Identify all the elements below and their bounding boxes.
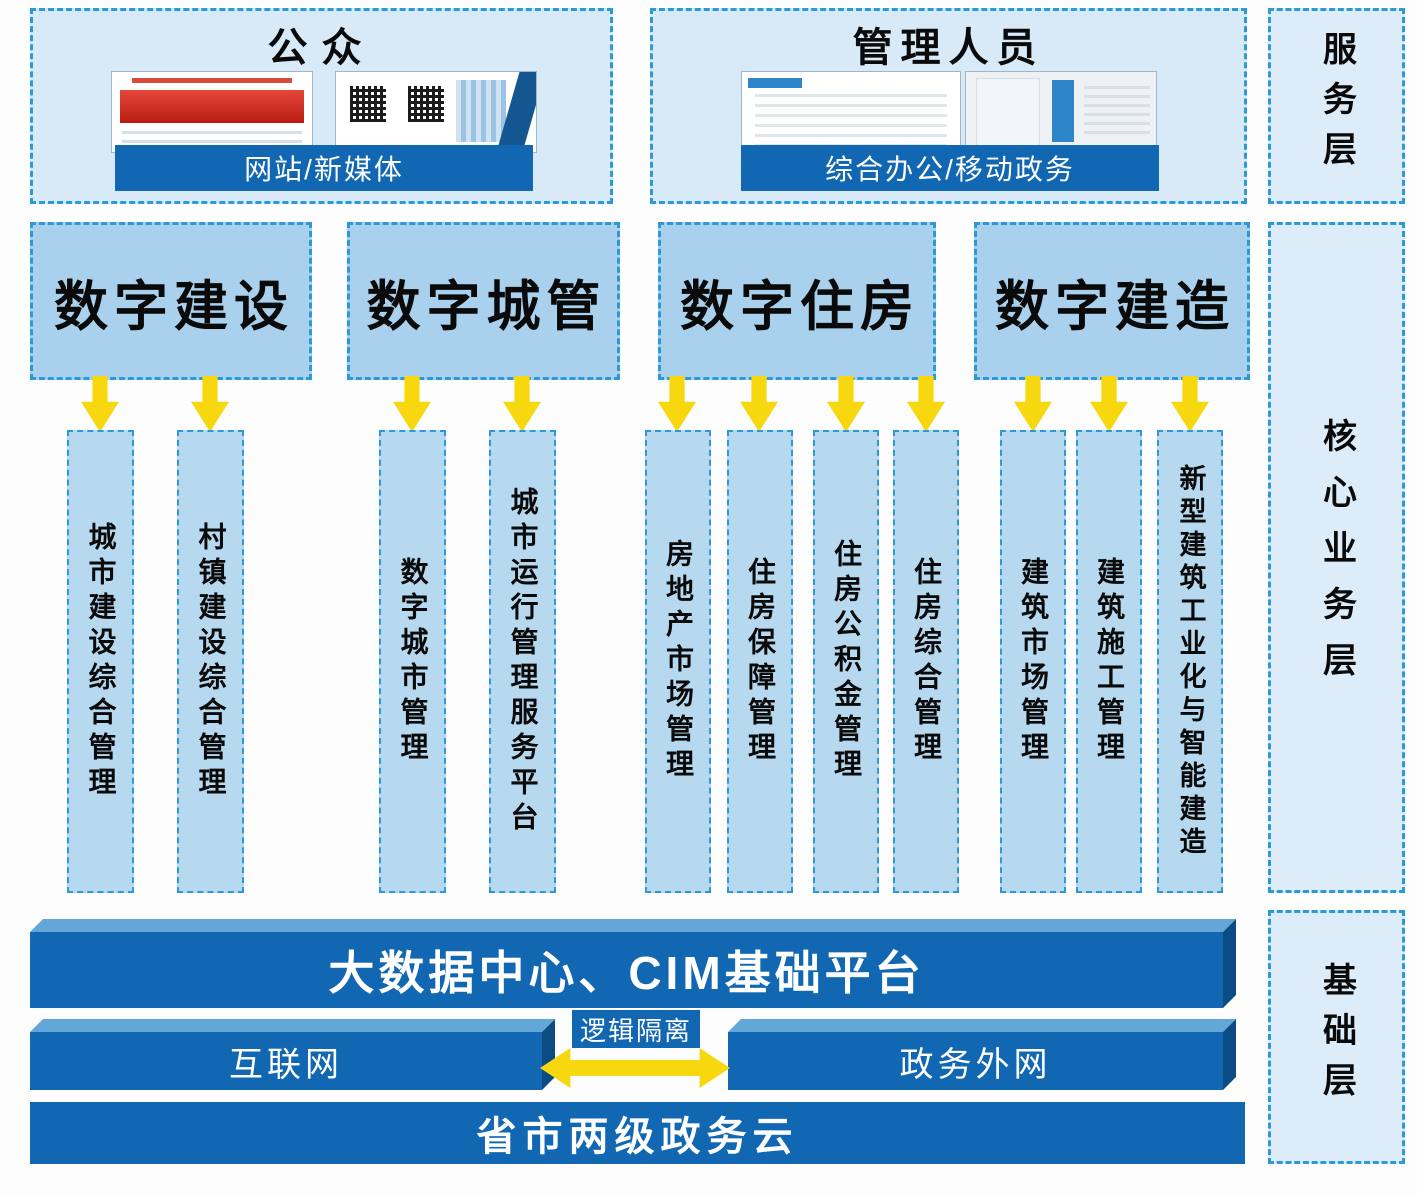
public-website-screenshot (111, 71, 313, 153)
pillar-label: 城市建设综合管理 (85, 521, 117, 802)
mobile-app-strip (1052, 80, 1074, 142)
pillar-city-operation-platform: 城市运行管理服务平台 (489, 430, 556, 893)
double-arrow-icon (540, 1048, 730, 1088)
qr-code-icon (408, 86, 444, 122)
down-arrow-icon (503, 376, 541, 432)
down-arrow-icon (658, 376, 696, 432)
gov-cloud-bar: 省市两级政务云 (30, 1102, 1245, 1164)
service-layer-label: 服务层 (1268, 8, 1405, 204)
big-data-cim-label: 大数据中心、CIM基础平台 (328, 947, 925, 999)
pillar-provident-fund: 住房公积金管理 (813, 430, 879, 893)
core-layer-label: 核心业务层 (1268, 222, 1405, 893)
pillar-label: 村镇建设综合管理 (195, 521, 227, 802)
building-image (456, 80, 506, 142)
office-table-lines (755, 94, 947, 146)
admin-channel-bar: 综合办公/移动政务 (741, 145, 1159, 191)
pillar-label: 住房保障管理 (745, 556, 776, 767)
screenshot-header-chip (748, 78, 802, 88)
internet-label: 互联网 (229, 1045, 343, 1084)
big-data-cim-bar: 大数据中心、CIM基础平台 (30, 932, 1223, 1008)
pillar-real-estate-market: 房地产市场管理 (645, 430, 711, 893)
website-header-text (132, 78, 292, 84)
category-title: 数字城管 (366, 276, 607, 337)
pillar-construction-work: 建筑施工管理 (1076, 430, 1142, 893)
internet-bar: 互联网 (30, 1032, 542, 1090)
category-digital-urban-mgmt: 数字城管 (347, 222, 620, 380)
mobile-content-lines (1084, 86, 1150, 138)
pillar-construction-market: 建筑市场管理 (1000, 430, 1066, 893)
pillar-label: 城市运行管理服务平台 (507, 486, 539, 837)
pillar-label: 新型建筑工业化与智能建造 (1175, 463, 1206, 860)
pillar-housing-security: 住房保障管理 (727, 430, 793, 893)
pillar-label: 房地产市场管理 (663, 539, 694, 784)
public-panel: 公众 网站/新媒体 (30, 8, 613, 204)
logical-isolation-text: 逻辑隔离 (579, 1015, 692, 1046)
pillar-label: 数字城市管理 (397, 556, 429, 767)
qr-code-icon (350, 86, 386, 122)
down-arrow-icon (1090, 376, 1128, 432)
category-digital-housing: 数字住房 (658, 222, 936, 380)
category-title: 数字建造 (995, 276, 1235, 337)
gov-cloud-label: 省市两级政务云 (476, 1115, 799, 1159)
public-newmedia-screenshot (335, 71, 537, 153)
down-arrow-icon (191, 376, 229, 432)
pillar-new-industrialization: 新型建筑工业化与智能建造 (1157, 430, 1223, 893)
pillar-label: 住房综合管理 (911, 556, 942, 767)
down-arrow-icon (907, 376, 945, 432)
admin-panel: 管理人员 综合办公/移动政务 (650, 8, 1247, 204)
foundation-layer-label: 基础层 (1268, 910, 1405, 1164)
category-title: 数字住房 (680, 276, 920, 337)
pillar-label: 建筑市场管理 (1018, 556, 1049, 767)
pillar-label: 建筑施工管理 (1094, 556, 1125, 767)
gov-extranet-bar: 政务外网 (728, 1032, 1223, 1090)
website-red-banner (120, 89, 304, 124)
admin-office-screenshot (741, 71, 961, 153)
down-arrow-icon (81, 376, 119, 432)
logical-isolation-badge: 逻辑隔离 (572, 1010, 700, 1048)
down-arrow-icon (827, 376, 865, 432)
down-arrow-icon (1171, 376, 1209, 432)
category-title: 数字建设 (54, 276, 294, 337)
public-channel-bar: 网站/新媒体 (115, 145, 533, 191)
public-panel-title: 公众 (267, 26, 376, 70)
pillar-digital-city-mgmt: 数字城市管理 (379, 430, 446, 893)
pillar-housing-comprehensive: 住房综合管理 (893, 430, 959, 893)
gov-extranet-label: 政务外网 (899, 1045, 1052, 1084)
core-layer-text: 核心业务层 (1317, 417, 1356, 698)
down-arrow-icon (1014, 376, 1052, 432)
down-arrow-icon (740, 376, 778, 432)
website-content-lines (122, 131, 302, 149)
document-page (976, 78, 1040, 146)
category-digital-construction: 数字建设 (30, 222, 312, 380)
service-layer-text: 服务层 (1317, 31, 1356, 181)
foundation-layer-text: 基础层 (1317, 962, 1356, 1112)
pillar-village-construction: 村镇建设综合管理 (177, 430, 244, 893)
admin-mobile-screenshot (965, 71, 1157, 153)
pillar-urban-construction: 城市建设综合管理 (67, 430, 134, 893)
down-arrow-icon (393, 376, 431, 432)
pillar-label: 住房公积金管理 (831, 539, 862, 784)
category-digital-building: 数字建造 (974, 222, 1250, 380)
admin-panel-title: 管理人员 (852, 26, 1045, 70)
